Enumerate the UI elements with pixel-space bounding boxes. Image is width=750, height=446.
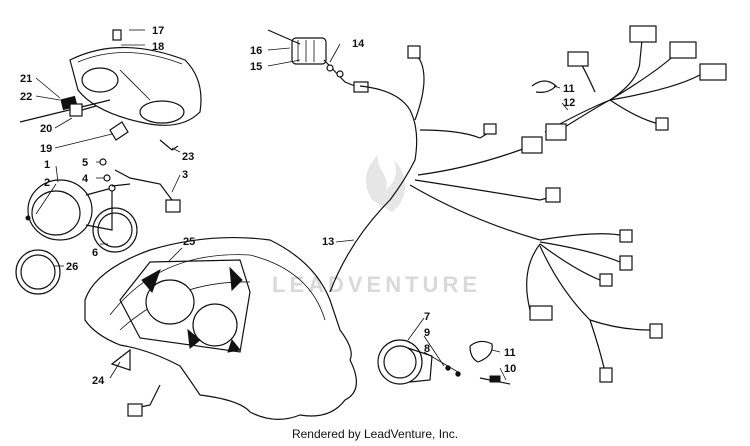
callout-26: 26: [66, 261, 78, 273]
callout-2: 2: [44, 177, 50, 189]
bulb-socket: [69, 103, 97, 117]
voltage-regulator: [267, 29, 369, 93]
callout-11-lower: 11: [504, 347, 516, 359]
gauge-bezel: [92, 207, 138, 253]
callout-15: 15: [250, 61, 262, 73]
callout-25: 25: [183, 236, 195, 248]
headlight-assembly: [69, 29, 202, 126]
leader-lines: [35, 29, 569, 381]
callout-16: 16: [250, 45, 262, 57]
callout-21: 21: [20, 73, 32, 85]
callout-labels: 17 18 21 22 20 19 23 1 2 5 4 3 6 25 26 2…: [20, 25, 575, 387]
tachometer-gauge: [377, 339, 511, 385]
callout-19: 19: [40, 143, 52, 155]
wiring-harness: [329, 25, 727, 383]
gauge-lens: [15, 249, 61, 295]
callout-4: 4: [82, 173, 89, 185]
callout-18: 18: [152, 41, 164, 53]
instrument-panel: [84, 236, 357, 420]
callout-14: 14: [352, 38, 365, 50]
callout-7: 7: [424, 311, 430, 323]
callout-3: 3: [182, 169, 188, 181]
headlight-connector: [109, 121, 129, 141]
callout-17: 17: [152, 25, 164, 37]
callout-10: 10: [504, 363, 516, 375]
callout-9: 9: [424, 327, 430, 339]
callout-5: 5: [82, 157, 88, 169]
callout-23: 23: [182, 151, 194, 163]
headlight-bolt: [19, 95, 111, 123]
watermark-text: LEADVENTURE: [272, 272, 481, 297]
callout-1: 1: [44, 159, 50, 171]
wire-tie-upper: [531, 80, 557, 93]
callout-24: 24: [92, 375, 105, 387]
callout-13: 13: [322, 236, 334, 248]
callout-11-upper: 11: [563, 83, 575, 95]
warning-decal: [110, 348, 131, 371]
callout-8: 8: [424, 343, 430, 355]
watermark: LEADVENTURE: [272, 155, 481, 297]
callout-22: 22: [20, 91, 32, 103]
wire-clip: [159, 139, 179, 151]
footer-credit: Rendered by LeadVenture, Inc.: [291, 427, 459, 441]
callout-20: 20: [40, 123, 52, 135]
speedometer-gauge: [25, 179, 113, 241]
callout-6: 6: [92, 247, 98, 259]
callout-12: 12: [563, 97, 575, 109]
